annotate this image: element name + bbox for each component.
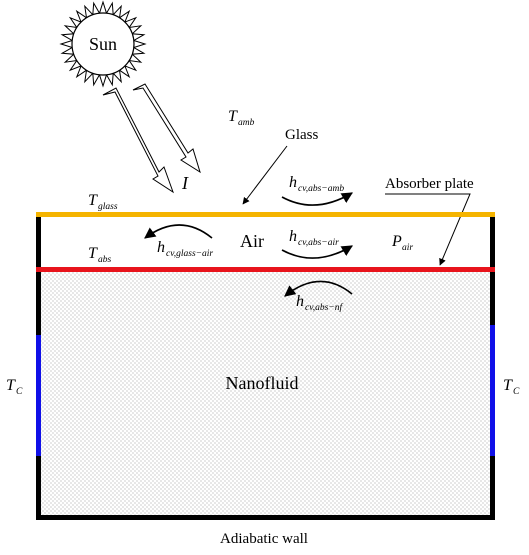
svg-text:h: h — [157, 239, 165, 256]
absorber-plate-label: Absorber plate — [385, 176, 474, 192]
svg-text:h: h — [296, 293, 304, 310]
right-cold-wall — [490, 325, 495, 456]
svg-text:T: T — [88, 245, 98, 262]
h-abs-nf-label: h cv,abs−nf — [296, 293, 343, 313]
h-abs-air-arrow — [281, 245, 353, 259]
h-abs-amb-arrow — [281, 192, 353, 206]
radiation-arrow-left — [102, 87, 174, 194]
svg-text:cv,abs−amb: cv,abs−amb — [298, 184, 344, 194]
h-abs-amb-label: h cv,abs−amb — [289, 174, 344, 194]
t-abs-label: T abs — [88, 245, 112, 265]
glass-cover — [36, 212, 495, 217]
adiabatic-wall-label: Adiabatic wall — [220, 531, 308, 547]
radiation-arrow-right — [132, 83, 201, 174]
svg-text:T: T — [228, 108, 238, 125]
svg-text:h: h — [289, 174, 297, 191]
absorber-plate — [36, 267, 495, 272]
svg-text:C: C — [513, 387, 520, 397]
sun-label: Sun — [89, 34, 117, 54]
t-c-left-label: T C — [6, 377, 23, 397]
svg-text:glass: glass — [98, 202, 118, 212]
nanofluid-region — [39, 270, 492, 517]
svg-text:abs: abs — [98, 255, 112, 265]
left-cold-wall — [36, 335, 41, 456]
svg-text:T: T — [6, 377, 16, 394]
nanofluid-label: Nanofluid — [226, 373, 299, 393]
svg-text:C: C — [16, 387, 23, 397]
h-glass-air-arrow — [144, 224, 213, 239]
h-glass-air-label: h cv,glass−air — [157, 239, 213, 259]
svg-text:P: P — [391, 233, 402, 250]
svg-text:cv,glass−air: cv,glass−air — [166, 249, 213, 259]
t-amb-label: T amb — [228, 108, 255, 128]
enclosure-walls — [36, 213, 495, 520]
svg-text:T: T — [88, 192, 98, 209]
absorber-leader-line — [385, 193, 471, 266]
h-abs-air-label: h cv,abs−air — [289, 228, 339, 248]
sun-icon: Sun — [59, 0, 147, 88]
svg-text:h: h — [289, 228, 297, 245]
svg-text:amb: amb — [238, 118, 255, 128]
h-abs-nf-arrow — [284, 280, 353, 297]
svg-text:T: T — [503, 377, 513, 394]
air-label: Air — [240, 231, 264, 251]
radiation-arrows — [102, 83, 201, 194]
svg-text:cv,abs−nf: cv,abs−nf — [305, 302, 343, 313]
p-air-label: P air — [391, 233, 413, 253]
irradiance-label: I — [181, 173, 189, 193]
t-c-right-label: T C — [503, 377, 520, 397]
bottom-adiabatic-wall — [36, 515, 495, 520]
glass-label: Glass — [285, 127, 318, 143]
t-glass-label: T glass — [88, 192, 118, 212]
svg-text:cv,abs−air: cv,abs−air — [298, 238, 339, 248]
glass-leader-line — [242, 145, 288, 205]
svg-text:air: air — [402, 243, 413, 253]
